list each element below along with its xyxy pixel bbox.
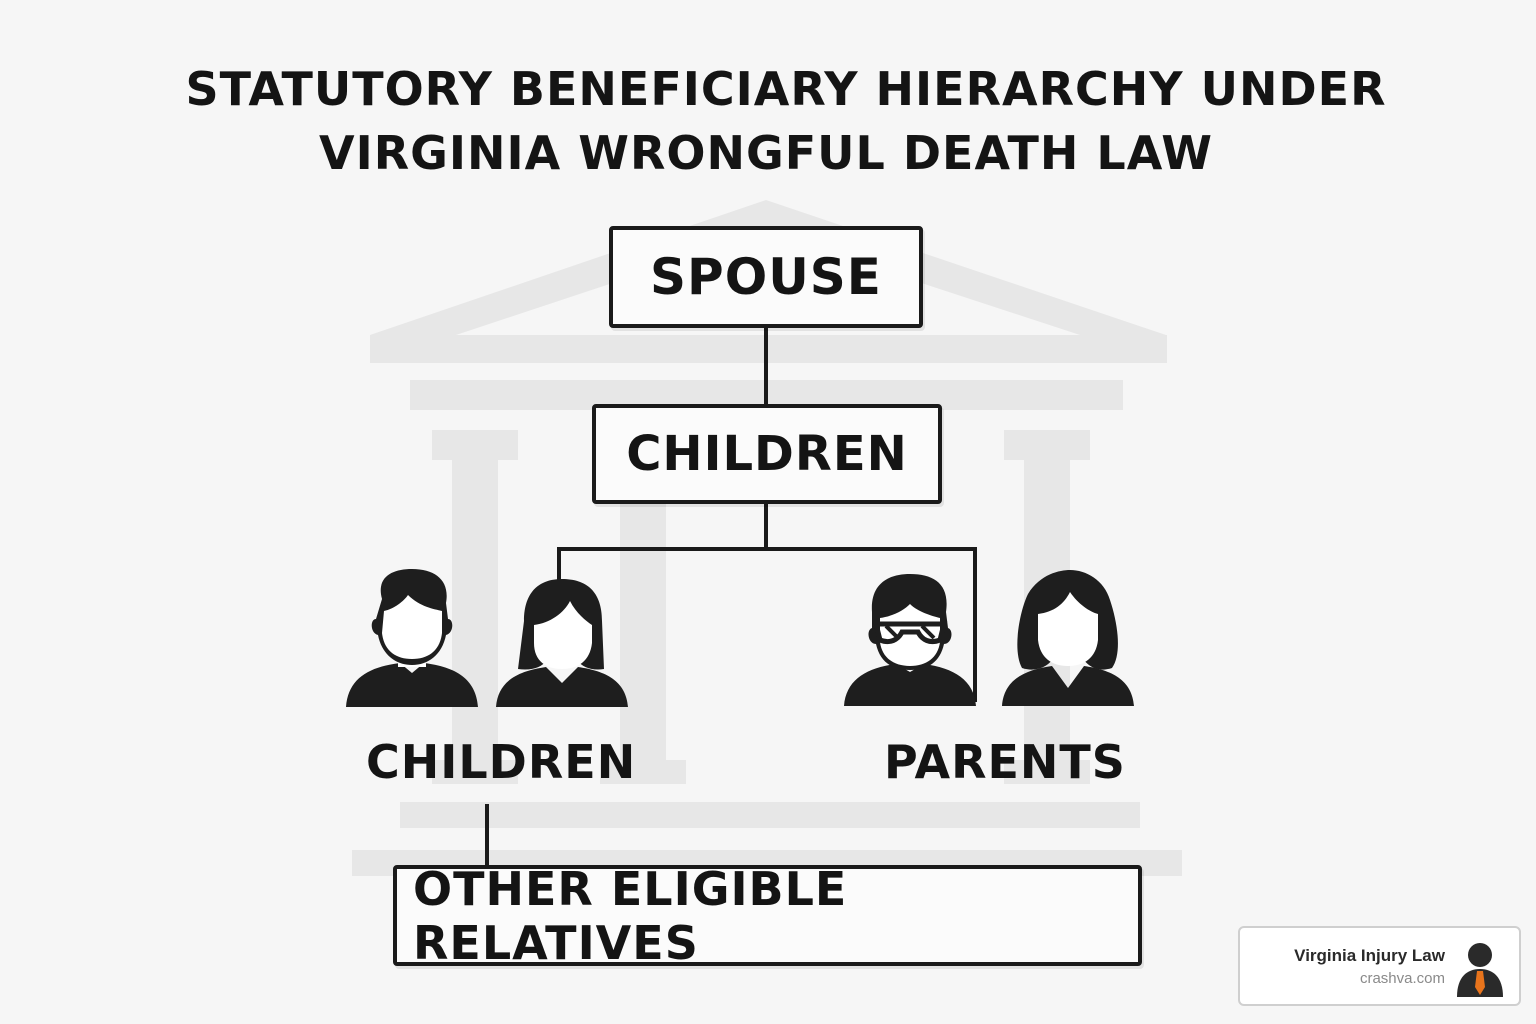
mother-icon — [1002, 570, 1134, 706]
children-node: CHILDREN — [592, 404, 942, 504]
other-relatives-node: OTHER ELIGIBLE RELATIVES — [393, 862, 1142, 970]
boy-icon — [346, 569, 478, 707]
father-icon — [844, 574, 976, 706]
lawyer-avatar-icon — [1457, 943, 1503, 997]
girl-icon — [496, 579, 628, 707]
diagram-title-line-1: STATUTORY BENEFICIARY HIERARCHY UNDER — [185, 62, 1387, 116]
spouse-node: SPOUSE — [609, 226, 923, 328]
badge-firm-name: Virginia Injury Law — [1294, 946, 1445, 965]
children-group-label: CHILDREN — [366, 735, 637, 789]
parents-group-label: PARENTS — [884, 735, 1126, 789]
badge-website: crashva.com — [1359, 970, 1445, 987]
branding-badge[interactable]: Virginia Injury Law crashva.com — [1238, 926, 1521, 1006]
diagram-title-line-2: VIRGINIA WRONGFUL DEATH LAW — [319, 126, 1213, 180]
